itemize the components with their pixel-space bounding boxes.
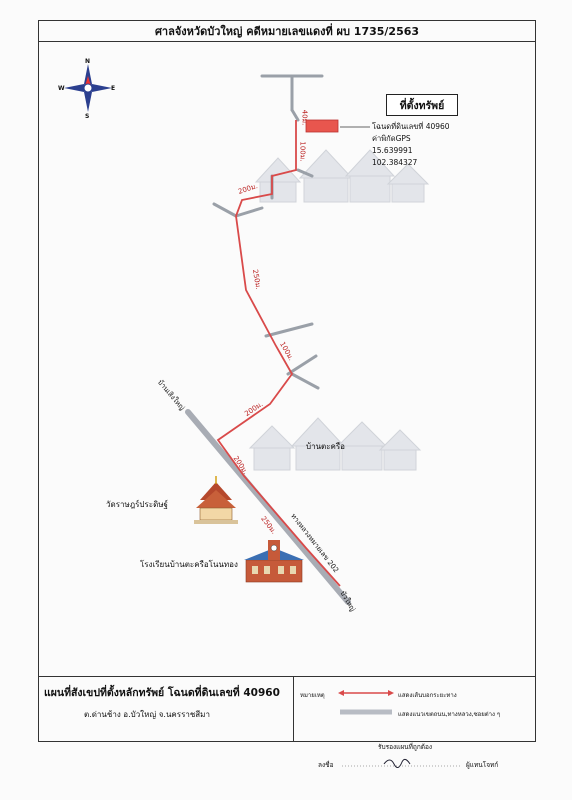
certify-text: รับรองแผนที่ถูกต้อง xyxy=(378,743,433,751)
compass-west: W xyxy=(58,85,65,92)
property-gps-label: ค่าพิกัดGPS xyxy=(372,134,411,143)
village-illustration-top xyxy=(254,149,430,203)
school-icon xyxy=(244,540,304,583)
property-heading: ที่ตั้งทรัพย์ xyxy=(386,94,458,116)
village-illustration-mid xyxy=(248,417,422,471)
legend-label: หมายเหตุ xyxy=(300,692,325,699)
legend-route-text: แสดงเส้นบอกระยะทาง xyxy=(398,692,457,699)
page-title: ศาลจังหวัดบัวใหญ่ คดีหมายเลขแดงที่ ผบ 17… xyxy=(38,20,536,42)
footer-divider xyxy=(293,676,294,742)
legend-route-arrow-right xyxy=(388,690,394,696)
legend-road-text: แสดงแนวเขตถนน,ทางหลวง,ซอยต่าง ๆ xyxy=(398,711,501,718)
sign-label: ลงชื่อ xyxy=(318,761,334,769)
school-label: โรงเรียนบ้านตะครือโนนทอง xyxy=(140,560,238,569)
distance-label: 40ม. xyxy=(300,109,309,126)
compass-north: N xyxy=(85,58,91,65)
role-label: ผู้แทนโจทก์ xyxy=(466,761,499,769)
compass-south: S xyxy=(85,113,90,120)
document-frame xyxy=(38,20,536,742)
footer-separator xyxy=(38,676,536,677)
footer-district: ต.ด่านช้าง อ.บัวใหญ่ จ.นครราชสีมา xyxy=(84,710,210,719)
signature-scribble xyxy=(383,758,411,768)
property-deed: โฉนดที่ดินเลขที่ 40960 xyxy=(372,122,450,131)
compass-east: E xyxy=(111,85,116,92)
side-roads xyxy=(212,74,324,390)
property-lat: 15.639991 xyxy=(372,146,413,155)
highway-202 xyxy=(185,409,351,605)
village-mid-label: บ้านตะครือ xyxy=(306,442,345,451)
temple-label: วัดราษฎร์ประดิษฐ์ xyxy=(106,500,168,509)
property-marker xyxy=(305,119,339,133)
property-lon: 102.384327 xyxy=(372,158,418,167)
route-path xyxy=(216,120,341,587)
legend-route-arrow-left xyxy=(338,690,344,696)
compass-rose-icon xyxy=(64,64,112,112)
temple-icon xyxy=(194,476,238,524)
distance-label: 100ม. xyxy=(298,141,307,162)
footer-title: แผนที่สังเขปที่ตั้งหลักทรัพย์ โฉนดที่ดิน… xyxy=(44,687,280,699)
